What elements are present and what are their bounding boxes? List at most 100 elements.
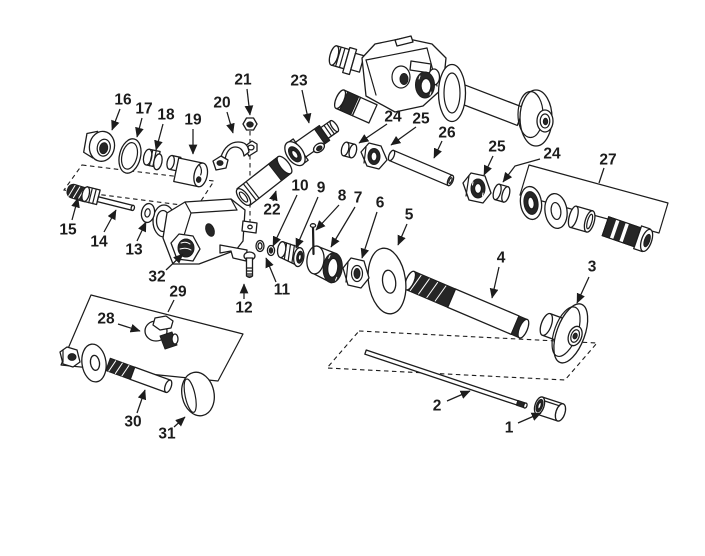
callout-leader-23 xyxy=(301,89,312,124)
callout-5: 5 xyxy=(405,207,414,224)
callout-2: 2 xyxy=(433,398,442,415)
part-right-flange-wheel xyxy=(517,89,554,147)
callout-31: 31 xyxy=(158,426,176,443)
callout-leader-6 xyxy=(360,211,378,259)
part-23-tee-fitting xyxy=(284,119,340,167)
callout-15: 15 xyxy=(59,222,77,239)
callout-9: 9 xyxy=(317,180,326,197)
callout-23: 23 xyxy=(290,73,308,90)
callout-25a: 25 xyxy=(412,111,430,128)
callout-leader-7 xyxy=(330,206,356,248)
part-top-clip xyxy=(394,35,414,47)
callout-leader-25a xyxy=(390,126,417,146)
part-nut-29 xyxy=(59,346,81,368)
part-20-clamp xyxy=(212,140,258,171)
callout-leader-1 xyxy=(517,412,542,424)
callout-14: 14 xyxy=(90,234,108,251)
part-12-screw xyxy=(243,251,256,279)
part-left-flange-disc xyxy=(437,63,467,123)
callout-30: 30 xyxy=(124,414,141,431)
part-3-roller-flange xyxy=(539,303,589,364)
callout-17: 17 xyxy=(135,101,152,118)
part-washer-29 xyxy=(81,343,107,383)
part-16-flange-bushing xyxy=(83,130,116,162)
part-spacer-27 xyxy=(567,205,596,233)
callout-1: 1 xyxy=(505,420,514,437)
callout-27: 27 xyxy=(599,152,616,169)
callout-leader-14 xyxy=(103,209,117,233)
callout-leader-9 xyxy=(295,196,319,249)
part-nipple xyxy=(333,89,378,124)
part-washer-27 xyxy=(544,192,568,230)
callout-leader-24a xyxy=(358,123,388,144)
part-25a-nut xyxy=(360,142,388,170)
callout-leader-15 xyxy=(71,197,80,221)
callout-28: 28 xyxy=(97,311,115,328)
assembly-top xyxy=(328,35,554,147)
callout-10: 10 xyxy=(291,178,308,195)
callout-leader-4 xyxy=(489,266,500,299)
callout-leader-10 xyxy=(272,194,298,247)
callout-24b: 24 xyxy=(543,146,561,163)
part-29-kit-contents xyxy=(59,315,215,417)
callout-6: 6 xyxy=(376,195,385,212)
part-7-bearing xyxy=(306,245,343,284)
callout-8: 8 xyxy=(338,188,347,205)
callout-leader-25b xyxy=(483,155,494,176)
part-17-seal-ring xyxy=(118,138,142,174)
callout-leader-21 xyxy=(244,88,254,116)
part-9-bushing xyxy=(276,241,305,268)
callout-18: 18 xyxy=(157,107,175,124)
callout-20: 20 xyxy=(213,95,230,112)
callout-12: 12 xyxy=(235,300,252,317)
part-32-housing xyxy=(152,198,258,265)
part-19-piston xyxy=(166,154,209,188)
callout-7: 7 xyxy=(354,190,363,207)
callout-leader-26 xyxy=(433,140,443,159)
callout-22: 22 xyxy=(263,202,280,219)
callout-3: 3 xyxy=(588,259,597,276)
callout-leader-27 xyxy=(598,167,605,184)
kit-box-29 xyxy=(60,294,244,382)
callout-leader-22 xyxy=(269,190,278,202)
callout-19: 19 xyxy=(184,112,202,129)
callout-leader-24b xyxy=(502,158,541,183)
part-1-cap-nut xyxy=(533,396,567,422)
part-pin-27 xyxy=(601,215,654,253)
part-24a-cap xyxy=(340,141,358,159)
callout-leader-32 xyxy=(165,253,184,271)
part-31-cap xyxy=(181,371,215,417)
part-5-washer xyxy=(367,247,407,315)
part-27-kit-contents xyxy=(519,185,654,253)
callout-leader-5 xyxy=(397,223,408,246)
callout-leader-28 xyxy=(117,323,141,333)
part-bearing-cluster xyxy=(409,60,441,99)
part-4-bolt xyxy=(404,270,530,339)
callout-leader-2 xyxy=(446,390,471,402)
callout-leader-11 xyxy=(265,257,277,283)
part-21-nut xyxy=(242,117,258,131)
callout-leader-20 xyxy=(226,111,235,134)
callout-21: 21 xyxy=(234,72,252,89)
part-24b-bushing xyxy=(492,183,511,203)
callout-29: 29 xyxy=(169,284,187,301)
callout-leader-31 xyxy=(173,416,186,428)
callout-32: 32 xyxy=(148,269,165,286)
part-11-ring xyxy=(255,239,265,253)
callout-24a: 24 xyxy=(384,109,402,126)
callout-leader-29 xyxy=(167,299,175,313)
callout-13: 13 xyxy=(125,242,143,259)
part-hex-plug xyxy=(328,45,365,76)
callout-leader-18 xyxy=(154,123,164,151)
part-6-locknut xyxy=(342,257,370,289)
part-splined-washer-27 xyxy=(519,185,543,221)
part-18-bushing xyxy=(142,148,163,171)
callout-leader-13 xyxy=(136,221,147,242)
callout-leader-30 xyxy=(136,389,147,414)
part-22-roller-pin xyxy=(235,155,293,207)
callout-4: 4 xyxy=(497,250,506,267)
part-10-ring xyxy=(266,244,276,257)
